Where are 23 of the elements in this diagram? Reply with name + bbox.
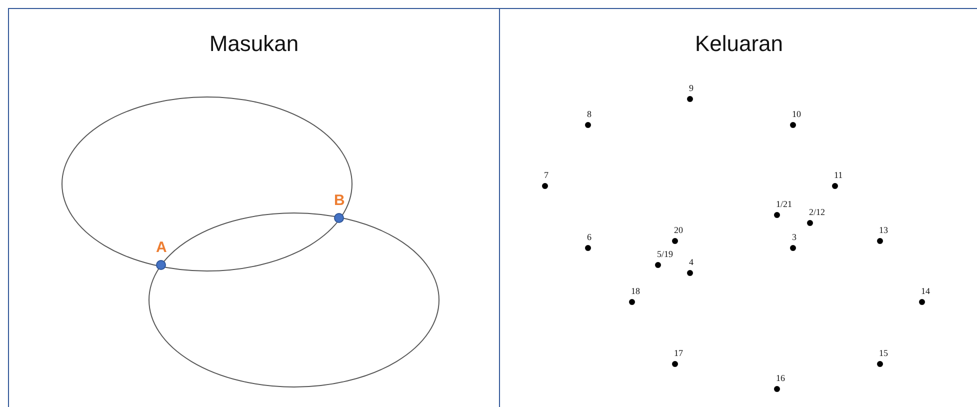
point-label: 15 — [879, 348, 888, 358]
point-label: A — [156, 240, 167, 256]
point-label: 4 — [689, 257, 694, 267]
panel-heading: Masukan — [209, 31, 299, 57]
panel-heading: Keluaran — [694, 31, 784, 57]
point-label: 17 — [674, 348, 683, 358]
point-label: 10 — [792, 109, 801, 119]
panel — [8, 8, 500, 407]
point-label: B — [334, 193, 345, 209]
point-label: 18 — [631, 286, 640, 296]
point-label: 9 — [689, 83, 694, 93]
point-label: 13 — [879, 225, 888, 235]
point-label: 14 — [921, 286, 930, 296]
point-label: 8 — [587, 109, 592, 119]
point-label: 6 — [587, 232, 592, 242]
point-label: 2/12 — [809, 207, 826, 217]
point-label: 1/21 — [776, 199, 792, 209]
point-label: 16 — [776, 373, 785, 383]
point-label: 20 — [674, 225, 683, 235]
point-label: 5/19 — [657, 249, 674, 259]
point-label: 7 — [544, 170, 548, 180]
point-label: 3 — [792, 232, 796, 242]
point-label: 11 — [834, 170, 843, 180]
